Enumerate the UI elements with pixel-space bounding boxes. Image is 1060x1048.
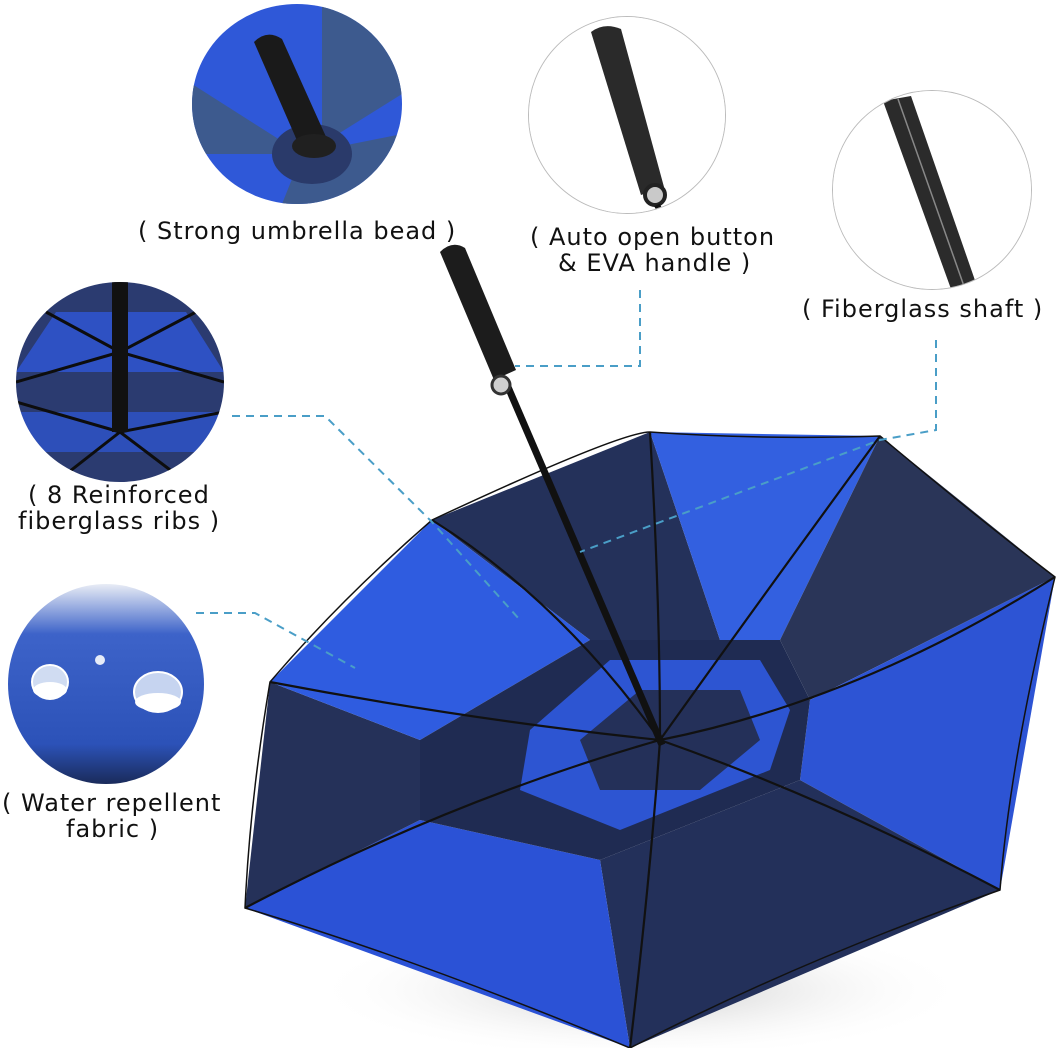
leader-lines: [196, 290, 937, 669]
umbrella-canopy: [245, 432, 1055, 1048]
handle-closeup-image: [528, 16, 726, 214]
umbrella-ribs: [244, 431, 1056, 1048]
umbrella-handle: [440, 244, 516, 396]
shaft-closeup-image: [832, 90, 1032, 290]
umbrella-shaft: [501, 378, 666, 747]
ribs-label-line-2: fiberglass ribs ): [18, 507, 221, 535]
ribs-label-line-1: ( 8 Reinforced: [28, 481, 210, 509]
fabric-label-line-2: fabric ): [66, 815, 160, 843]
fabric-label-line-1: ( Water repellent: [2, 789, 222, 817]
handle-label-line-2: & EVA handle ): [558, 249, 752, 277]
bead-label: ( Strong umbrella bead ): [138, 217, 457, 245]
shaft-label: ( Fiberglass shaft ): [802, 295, 1044, 323]
fabric-closeup-image: [8, 584, 204, 784]
handle-label-line-1: ( Auto open button: [530, 223, 776, 251]
ribs-closeup-image: [16, 282, 224, 482]
bead-closeup-image: [192, 4, 402, 204]
